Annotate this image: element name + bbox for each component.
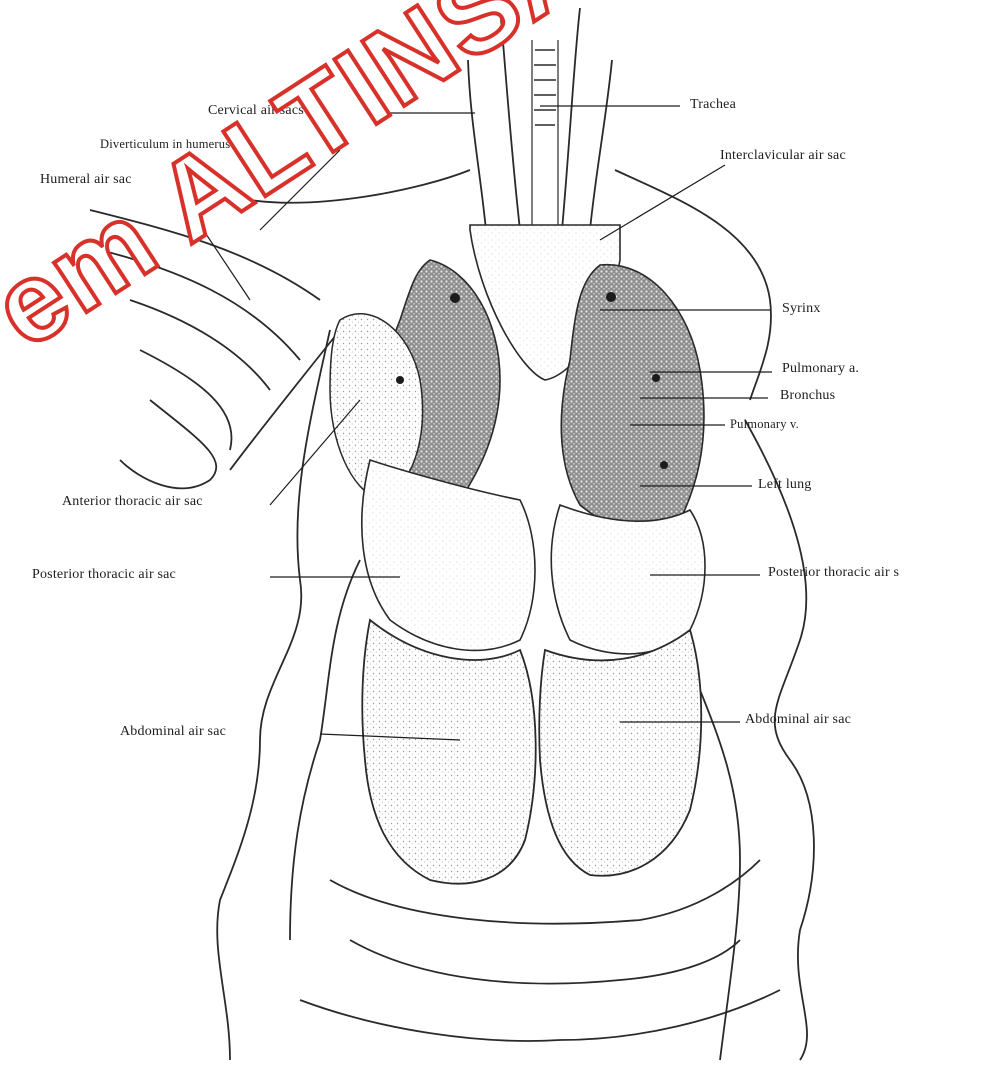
label-bronchus: Bronchus xyxy=(780,388,835,404)
label-pulmonary-a: Pulmonary a. xyxy=(782,361,859,377)
label-posterior-thoracic-right: Posterior thoracic air s xyxy=(768,565,899,581)
label-syrinx: Syrinx xyxy=(782,301,821,317)
abdominal-air-sacs xyxy=(362,620,701,884)
label-interclavicular: Interclavicular air sac xyxy=(720,148,846,164)
label-diverticulum: Diverticulum in humerus xyxy=(100,137,230,152)
label-pulmonary-v: Pulmonary v. xyxy=(730,417,799,432)
label-cervical-air-sacs: Cervical air sacs xyxy=(208,103,304,119)
label-left-lung: Left lung xyxy=(758,477,812,493)
label-trachea: Trachea xyxy=(690,97,736,113)
label-humeral-air-sac: Humeral air sac xyxy=(40,172,132,188)
label-anterior-thoracic: Anterior thoracic air sac xyxy=(62,494,203,510)
label-abdominal-left: Abdominal air sac xyxy=(120,724,226,740)
label-abdominal-right: Abdominal air sac xyxy=(745,712,851,728)
label-posterior-thoracic-left: Posterior thoracic air sac xyxy=(32,567,176,583)
